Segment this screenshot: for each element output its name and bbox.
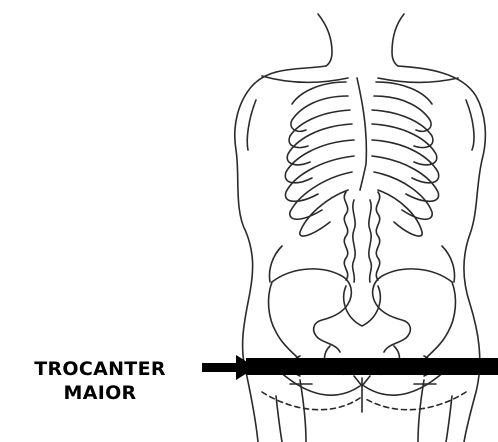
neck-left-outline — [318, 14, 332, 66]
right-hip-outline — [424, 282, 455, 360]
spine-right-edge — [376, 192, 379, 280]
left-thigh-outer-line — [276, 396, 282, 442]
left-clavicle — [262, 76, 348, 82]
right-iliac-crest — [373, 269, 452, 352]
spine-center-right — [369, 200, 372, 282]
spine-left-edge — [344, 192, 347, 280]
left-shoulder-arm-outline — [235, 66, 326, 442]
trochanter-bar — [246, 358, 498, 375]
sternum — [357, 78, 366, 190]
right-rib-cage — [372, 82, 439, 236]
left-arm-inner-line — [247, 100, 256, 150]
left-iliac-crest — [272, 269, 351, 352]
sacrum — [344, 286, 381, 326]
neck-right-outline — [392, 14, 404, 66]
left-hip-outline — [269, 282, 300, 360]
right-clavicle — [378, 78, 458, 83]
right-arm-inner-line — [466, 100, 474, 150]
right-thigh-outer-line — [446, 396, 452, 442]
spine-center-left — [353, 200, 356, 282]
left-rib-cage — [285, 82, 354, 236]
